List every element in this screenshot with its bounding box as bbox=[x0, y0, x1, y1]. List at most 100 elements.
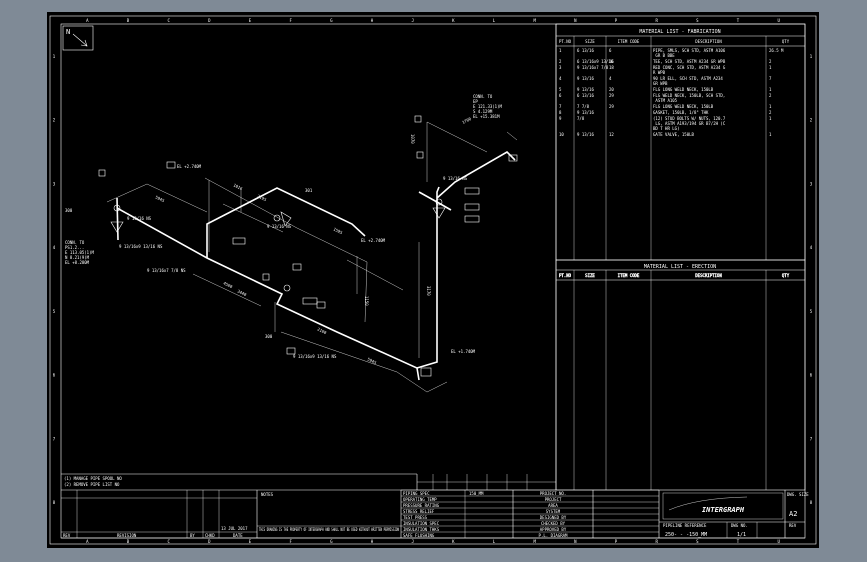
north-arrow: N bbox=[62, 25, 94, 51]
dwg-no-label: DWG NO. bbox=[731, 523, 748, 528]
frame-number: 4 bbox=[810, 245, 813, 250]
ep-right: EP bbox=[473, 99, 478, 104]
dwg-size-label: DWG. SIZE bbox=[787, 492, 809, 497]
fab-cell: 2 bbox=[769, 59, 772, 64]
spec-label: TEST PRESS bbox=[403, 515, 428, 520]
fab-cell: 29 bbox=[609, 93, 614, 98]
frame-number: 1 bbox=[810, 54, 813, 59]
frame-number: 6 bbox=[53, 373, 56, 378]
project-label: PROJECT bbox=[545, 497, 562, 502]
fab-description: FLG LONG WELD NECK, 150LB bbox=[653, 104, 714, 109]
fab-cell: 2 bbox=[559, 59, 562, 64]
fab-cell: 26.5 M bbox=[769, 48, 784, 53]
size-f: 9 13/16 NS bbox=[443, 176, 468, 181]
fab-cell: 12 bbox=[609, 132, 614, 137]
east-right: E 121.33(1)M bbox=[473, 104, 502, 109]
note-line-1: (1) MANAGE PIPE SPOOL NO bbox=[64, 476, 122, 481]
frame-letter: S bbox=[696, 539, 699, 544]
frame-letter: C bbox=[167, 539, 170, 544]
elev-a: EL +2.740M bbox=[177, 164, 202, 169]
fab-cell: 9 13/16 bbox=[577, 132, 594, 137]
frame-letter: L bbox=[493, 539, 496, 544]
frame-number: 1 bbox=[53, 54, 56, 59]
fab-cell: 6 bbox=[559, 93, 562, 98]
frame-number: 5 bbox=[53, 309, 56, 314]
ere-header: DESCRIPTION bbox=[695, 273, 722, 278]
outer-border bbox=[49, 15, 817, 545]
frame-number: 6 bbox=[810, 373, 813, 378]
fab-header: ITEM CODE bbox=[618, 39, 640, 44]
project-label: SYSTEM bbox=[546, 509, 561, 514]
frame-number: 4 bbox=[53, 245, 56, 250]
conn-left: CONN. TO bbox=[65, 240, 85, 245]
frame-letter: H bbox=[371, 539, 374, 544]
size-e: 9 13/16x9 13/16 NS bbox=[293, 354, 337, 359]
project-label: APPROVED BY bbox=[540, 527, 567, 532]
project-label: CHECKED BY bbox=[541, 521, 566, 526]
frame-letter: J bbox=[411, 539, 413, 544]
spec-label: INSULATION SPEC bbox=[403, 521, 440, 526]
spec-label: OPERATING TEMP bbox=[403, 497, 437, 502]
erection-list: MATERIAL LIST - ERECTION PT.NO SIZE ITEM C… bbox=[555, 259, 806, 491]
size-c: 9 13/16x9 13/16 NS bbox=[119, 244, 163, 249]
fab-header: DESCRIPTION bbox=[695, 39, 722, 44]
ref-301: 301 bbox=[305, 188, 313, 193]
frame-letter: K bbox=[452, 539, 455, 544]
north-arrow-icon bbox=[80, 39, 88, 47]
fab-cell: 9 bbox=[559, 116, 562, 121]
rev-col-by: BY bbox=[190, 533, 195, 538]
frame-letter: M bbox=[533, 18, 536, 23]
dim-12: 1700 bbox=[461, 116, 472, 125]
fab-description: FLG WELD NECK, 150LB, SCH STD, ASTM A105 bbox=[653, 93, 725, 103]
fab-cell: 10 bbox=[559, 132, 564, 137]
frame-number: 5 bbox=[810, 309, 813, 314]
frame-number: 3 bbox=[53, 181, 56, 186]
rev-label: REV bbox=[789, 523, 797, 528]
fab-description: GASKET, 150LB, 1/8" THK bbox=[653, 110, 709, 115]
ere-header: SIZE bbox=[585, 273, 595, 278]
fab-cell: 9 13/16 bbox=[577, 76, 594, 81]
fab-cell: 3 bbox=[559, 65, 562, 70]
frame-number: 2 bbox=[53, 118, 56, 123]
north-label: N bbox=[66, 28, 70, 36]
project-label: DESIGNED BY bbox=[540, 515, 567, 520]
frame-number: 7 bbox=[53, 436, 56, 441]
spec-value: 150_MM bbox=[469, 491, 484, 496]
frame-letter: H bbox=[371, 18, 374, 23]
elev-b: EL +2.740M bbox=[361, 238, 386, 243]
pipe-isometric bbox=[98, 115, 518, 393]
fab-cell: 6 13/16x9 13/16 bbox=[577, 59, 614, 64]
spec-label: PIPING SPEC bbox=[403, 491, 430, 496]
fab-header: PT.NO bbox=[559, 39, 572, 44]
notes-title: NOTES bbox=[261, 492, 274, 497]
erection-title: MATERIAL LIST - ERECTION bbox=[644, 264, 716, 270]
spec-label: STRESS RELIEF bbox=[403, 509, 435, 514]
spec-label: SAFE FLUSHING bbox=[403, 533, 435, 538]
dim-1: 5945 bbox=[155, 194, 166, 203]
fab-description: TEE, SCH STD, ASTM A234 GR WPB bbox=[653, 59, 726, 64]
ere-header: ITEM CODE bbox=[618, 273, 640, 278]
fab-description: FLG LONG WELD NECK, 150LB bbox=[653, 87, 714, 92]
dim-2: 1016 bbox=[233, 182, 244, 191]
frame-letter: D bbox=[208, 539, 211, 544]
fab-description: GATE VALVE, 150LB bbox=[653, 132, 695, 137]
rev-date: 13 JUL 2017 bbox=[221, 526, 248, 531]
fab-cell: 2 bbox=[769, 110, 772, 115]
ref-300-bottom: 300 bbox=[265, 334, 273, 339]
elev-left: EL +8.280M bbox=[65, 260, 90, 265]
fab-cell: 7 bbox=[559, 104, 562, 109]
notes-box: (1) MANAGE PIPE SPOOL NO (2) REMOVE PIPE… bbox=[61, 473, 556, 491]
dim-10: 1070 bbox=[410, 134, 415, 144]
ref-300-left: 300 bbox=[65, 208, 73, 213]
fab-cell: 1 bbox=[769, 104, 772, 109]
frame-letter: T bbox=[737, 539, 740, 544]
project-label: AREA bbox=[548, 503, 558, 508]
ere-header: PT.NO bbox=[559, 273, 572, 278]
frame-letter: U bbox=[777, 18, 780, 23]
frame-letter: L bbox=[493, 18, 496, 23]
size-d: 9 13/16x7 7/8 NS bbox=[147, 268, 186, 273]
frame-number: 8 bbox=[810, 500, 813, 505]
fab-cell: 18 bbox=[609, 65, 614, 70]
